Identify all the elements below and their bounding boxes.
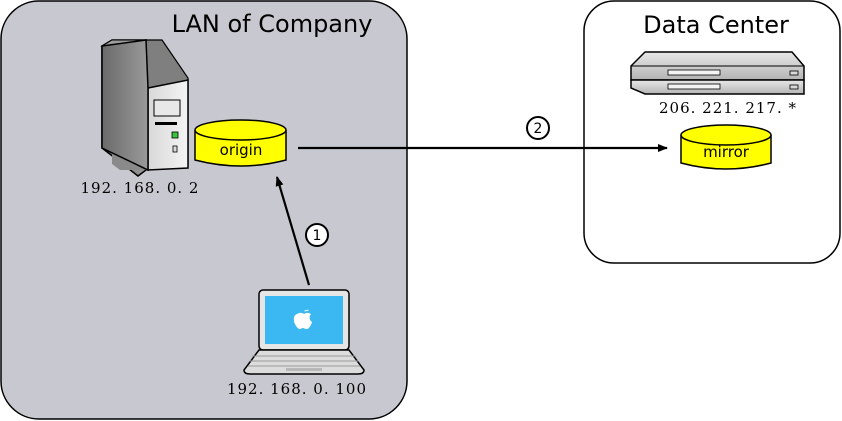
mirror-label: mirror: [703, 143, 750, 161]
origin-database: origin: [194, 119, 287, 167]
origin-label: origin: [220, 141, 263, 159]
rack-server-icon: [630, 51, 805, 95]
laptop-ip: 192. 168. 0. 100: [227, 380, 367, 398]
step-1-badge: 1: [305, 223, 329, 247]
mirror-database: mirror: [680, 124, 772, 170]
apple-logo-icon: [293, 309, 312, 330]
datacenter-title: Data Center: [643, 11, 789, 39]
step-1-number: 1: [313, 228, 322, 244]
step-2-number: 2: [534, 121, 543, 137]
apple-laptop-icon: [243, 289, 365, 375]
arrow-laptop-to-origin: [275, 176, 311, 286]
server-ip: 192. 168. 0. 2: [81, 179, 200, 197]
step-2-badge: 2: [526, 116, 550, 140]
rack-ip: 206. 221. 217. *: [659, 99, 797, 117]
lan-title: LAN of Company: [172, 10, 373, 38]
tower-server-icon: [100, 39, 189, 177]
